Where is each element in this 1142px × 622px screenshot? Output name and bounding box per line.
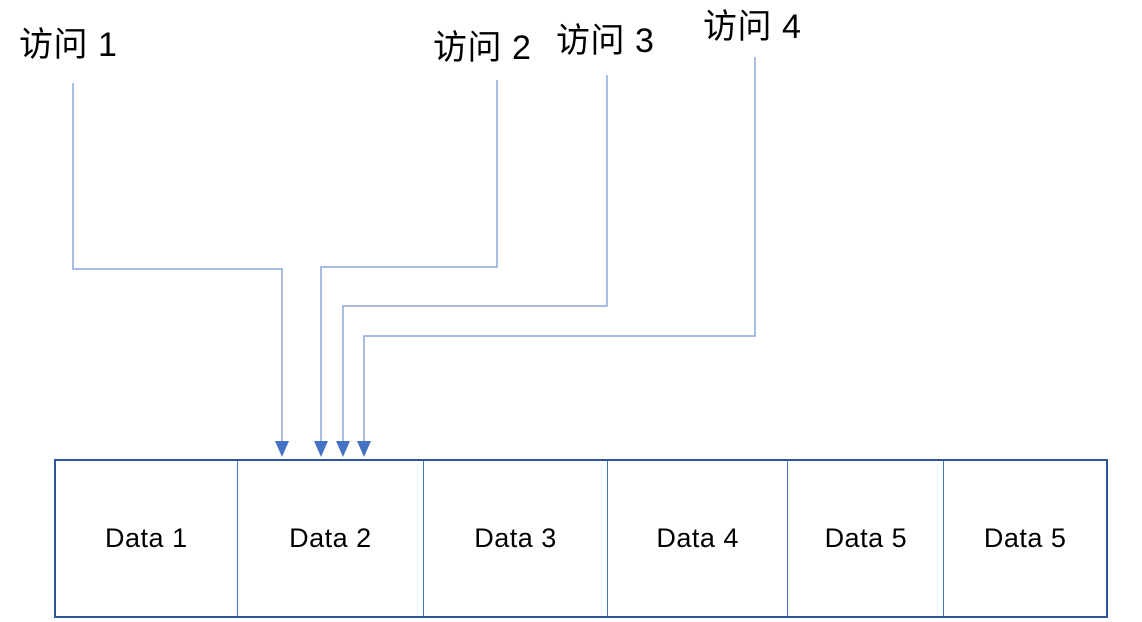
access-label-3: 访问 3 xyxy=(556,22,655,60)
memory-cell-1: Data 1 xyxy=(56,461,238,616)
memory-cell-label: Data 2 xyxy=(289,523,372,553)
memory-cell-label: Data 5 xyxy=(824,523,908,553)
access-label-2: 访问 2 xyxy=(433,29,532,67)
memory-cell-4: Data 4 xyxy=(608,461,789,616)
memory-cell-label: Data 5 xyxy=(983,523,1067,553)
access-connector-line-1 xyxy=(72,83,283,441)
memory-cell-6: Data 5 xyxy=(944,461,1106,616)
memory-cell-label: Data 3 xyxy=(474,523,557,553)
memory-row: Data 1 Data 2 Data 3 Data 4 Data 5 Data 5 xyxy=(54,459,1108,618)
access-label-4: 访问 4 xyxy=(703,8,802,46)
memory-cell-2: Data 2 xyxy=(238,461,425,616)
access-connector-line-2 xyxy=(320,80,498,441)
access-label-1: 访问 1 xyxy=(19,26,118,64)
memory-cell-3: Data 3 xyxy=(424,461,608,616)
memory-cell-label: Data 1 xyxy=(105,523,188,553)
access-connector-line-4 xyxy=(363,57,756,441)
arrowhead-icon xyxy=(275,441,289,457)
arrowhead-icon xyxy=(314,441,328,457)
memory-cell-label: Data 4 xyxy=(656,523,739,553)
arrowhead-icon xyxy=(336,441,350,457)
arrowhead-icon xyxy=(357,441,371,457)
memory-cell-5: Data 5 xyxy=(788,461,945,616)
access-connector-line-3 xyxy=(342,75,608,441)
